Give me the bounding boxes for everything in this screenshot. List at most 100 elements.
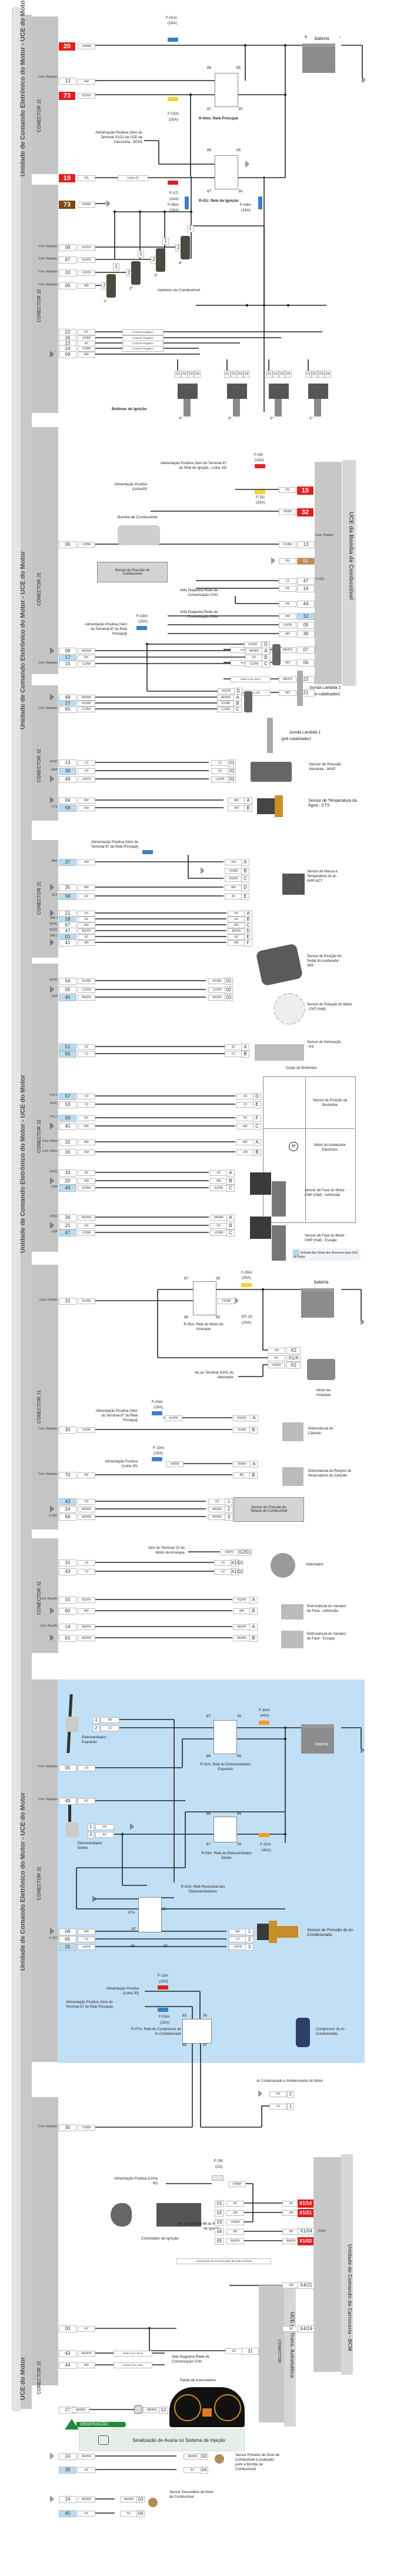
tcm-module [259,2285,284,2422]
wire-junction [243,44,247,47]
fuse-f11m-rating: (10A) [159,1980,168,1984]
alternator-image [271,1553,295,1578]
component-terminal: C [244,922,252,929]
module-wire-label: VD/BR [279,542,296,548]
ecu-pin: 15 [59,1597,76,1604]
component-terminal: E [241,893,249,900]
cluster-wire-label: MR/BR [143,2407,161,2413]
fuse-f35m [241,1283,252,1287]
fuse-wire-label: VM/BR [166,1461,184,1467]
relay-fr-t86: 86 [206,1812,211,1816]
injector-pin-1: 1 [138,251,144,258]
ecu-pin: 65 [59,706,76,713]
component-wire-label: CZ/PR [208,987,226,993]
wire-label: VD [78,768,95,774]
ecu-pin-20: 20 [59,42,75,51]
relay-starter-name: R-05m: Relé do Motor de Arranque [184,1323,223,1331]
legend-text: Entrada dos Sinais dos Sensores para UCE… [293,1251,358,1259]
ckp-sensor-label: Sensor de Rotação do Motor - CKP (Hall) [307,1003,352,1011]
component-wire-label: MR/BR [217,695,235,701]
component-terminal: 2 [245,1936,253,1943]
lambda2-feed-term: D [262,641,270,648]
ground-icon [245,161,249,167]
legend-swatch [293,1250,299,1255]
ignition-coil-image [227,384,247,399]
speedometer-gauge [214,2394,241,2421]
tank-pressure-sensor-label: Sensor de Pressão do Tanque de Combustív… [250,1506,288,1513]
coil-pin: 02 [272,371,279,378]
bcm-terminal: X4/19 [298,2325,315,2332]
component-wire-label: RS/PR [225,876,242,882]
component-wire-label: MR [228,798,245,804]
component-wire-label: AZ/BR [210,1185,228,1191]
component-wire-label: VD/BR [210,1230,228,1236]
component-terminal: 02 [228,768,236,775]
wire-label: MR/BR [78,695,95,701]
ecu-pin: 40 [59,2510,76,2517]
fan-pin: 1 [93,1717,99,1724]
relay-fan-reversible [138,1897,162,1932]
throttle-motor-icon: M [289,1142,298,1151]
wire-junction [113,210,116,214]
component-wire-label: MR/BR [208,1514,226,1520]
ecu-pin: 13 [59,759,76,767]
component-terminal: 01 [225,978,233,985]
wire-label: MR [78,885,95,891]
pin-side-label: Cont. Motor [42,1149,58,1153]
fuse-f07i-rating: (10A) [169,197,179,201]
ignition-coil-boot [184,399,191,416]
can-label: Rede CAN LOW [114,2362,152,2368]
fuse-f31i-rating: (20A) [256,501,265,505]
wire-label: AZ [78,894,95,899]
ecu-pin: 10 [59,269,76,276]
relay-ign-t85: 85 [236,148,241,152]
ignition-switch-terminal: 04 [215,2228,224,2235]
fuse-f05m [185,196,189,209]
switch-wire-label: VM/BR [226,2220,244,2225]
connector-j1-band-1 [32,16,58,174]
throttle-motor-label: Motor do Acelerador Eletrônico [313,1144,346,1152]
relay-fl-name: R-01m: Relé do Eletroventilador Esquerdo [200,1763,251,1771]
wire-label: VD/BR [78,1230,95,1236]
wire-label: RX [78,1223,95,1229]
module-wire-label: PR [279,558,296,564]
relay-starter-t86: 86 [184,1315,189,1319]
component-wire-label: CZ [236,1102,254,1108]
ecu-pin: 43 [59,1568,76,1575]
compressor-terminal: 1 [287,2103,294,2110]
relay-fr-t30: 30 [237,1842,242,1847]
fuel-level-secondary-float [148,2498,158,2507]
ignition-switch-terminal: 01 [215,2200,224,2207]
lambda1-label: Sonda Lambda 1 [289,731,321,735]
tcm-wire-label: AZ [225,2348,243,2354]
comp-feed-30: Alimentação Positiva (Linha 30) [106,1987,139,1995]
lambda2-probe [297,671,303,706]
ground-icon [362,77,365,83]
wire-label: MR [78,940,95,946]
fuse-f04m-rating: (15A) [241,208,251,212]
connector-j2-band-4 [32,1538,58,1653]
wire-label: MR [78,1608,95,1614]
pin-side-label: 5 VDC [49,1937,58,1940]
pin-side-label: Cont. Positivo [39,1298,58,1302]
wire-label: MR/BR [78,648,95,654]
ecu-pin: 51 [59,1044,76,1051]
module-wire-label: MR/PR [279,647,296,653]
wire-junction [262,304,266,307]
component-wire-label: MR [210,1178,228,1184]
relay-comp-name: R-07m: Relé do Compressor do Ar-Condicio… [131,2028,181,2036]
starter-motor-label: Motor de Arranque [316,1389,331,1397]
connector-j1-label: CONECTOR J1 [36,1867,42,1900]
relay-main [215,73,238,107]
coil-pin: 03 [237,371,243,378]
connector-j1-label: CONECTOR J1 [36,572,42,606]
component-wire-label: CZ [229,1937,246,1942]
wire-junction [283,93,287,96]
component-terminal: B [226,1222,235,1229]
ecu-pin: 08 [59,1928,76,1935]
ignition-key-image [111,2203,132,2227]
module-pin: 01 [297,558,315,565]
coil-pin: 01 [266,371,272,378]
injector-pin-1: 1 [187,225,194,232]
relay-fl-t87: 87 [206,1714,211,1718]
